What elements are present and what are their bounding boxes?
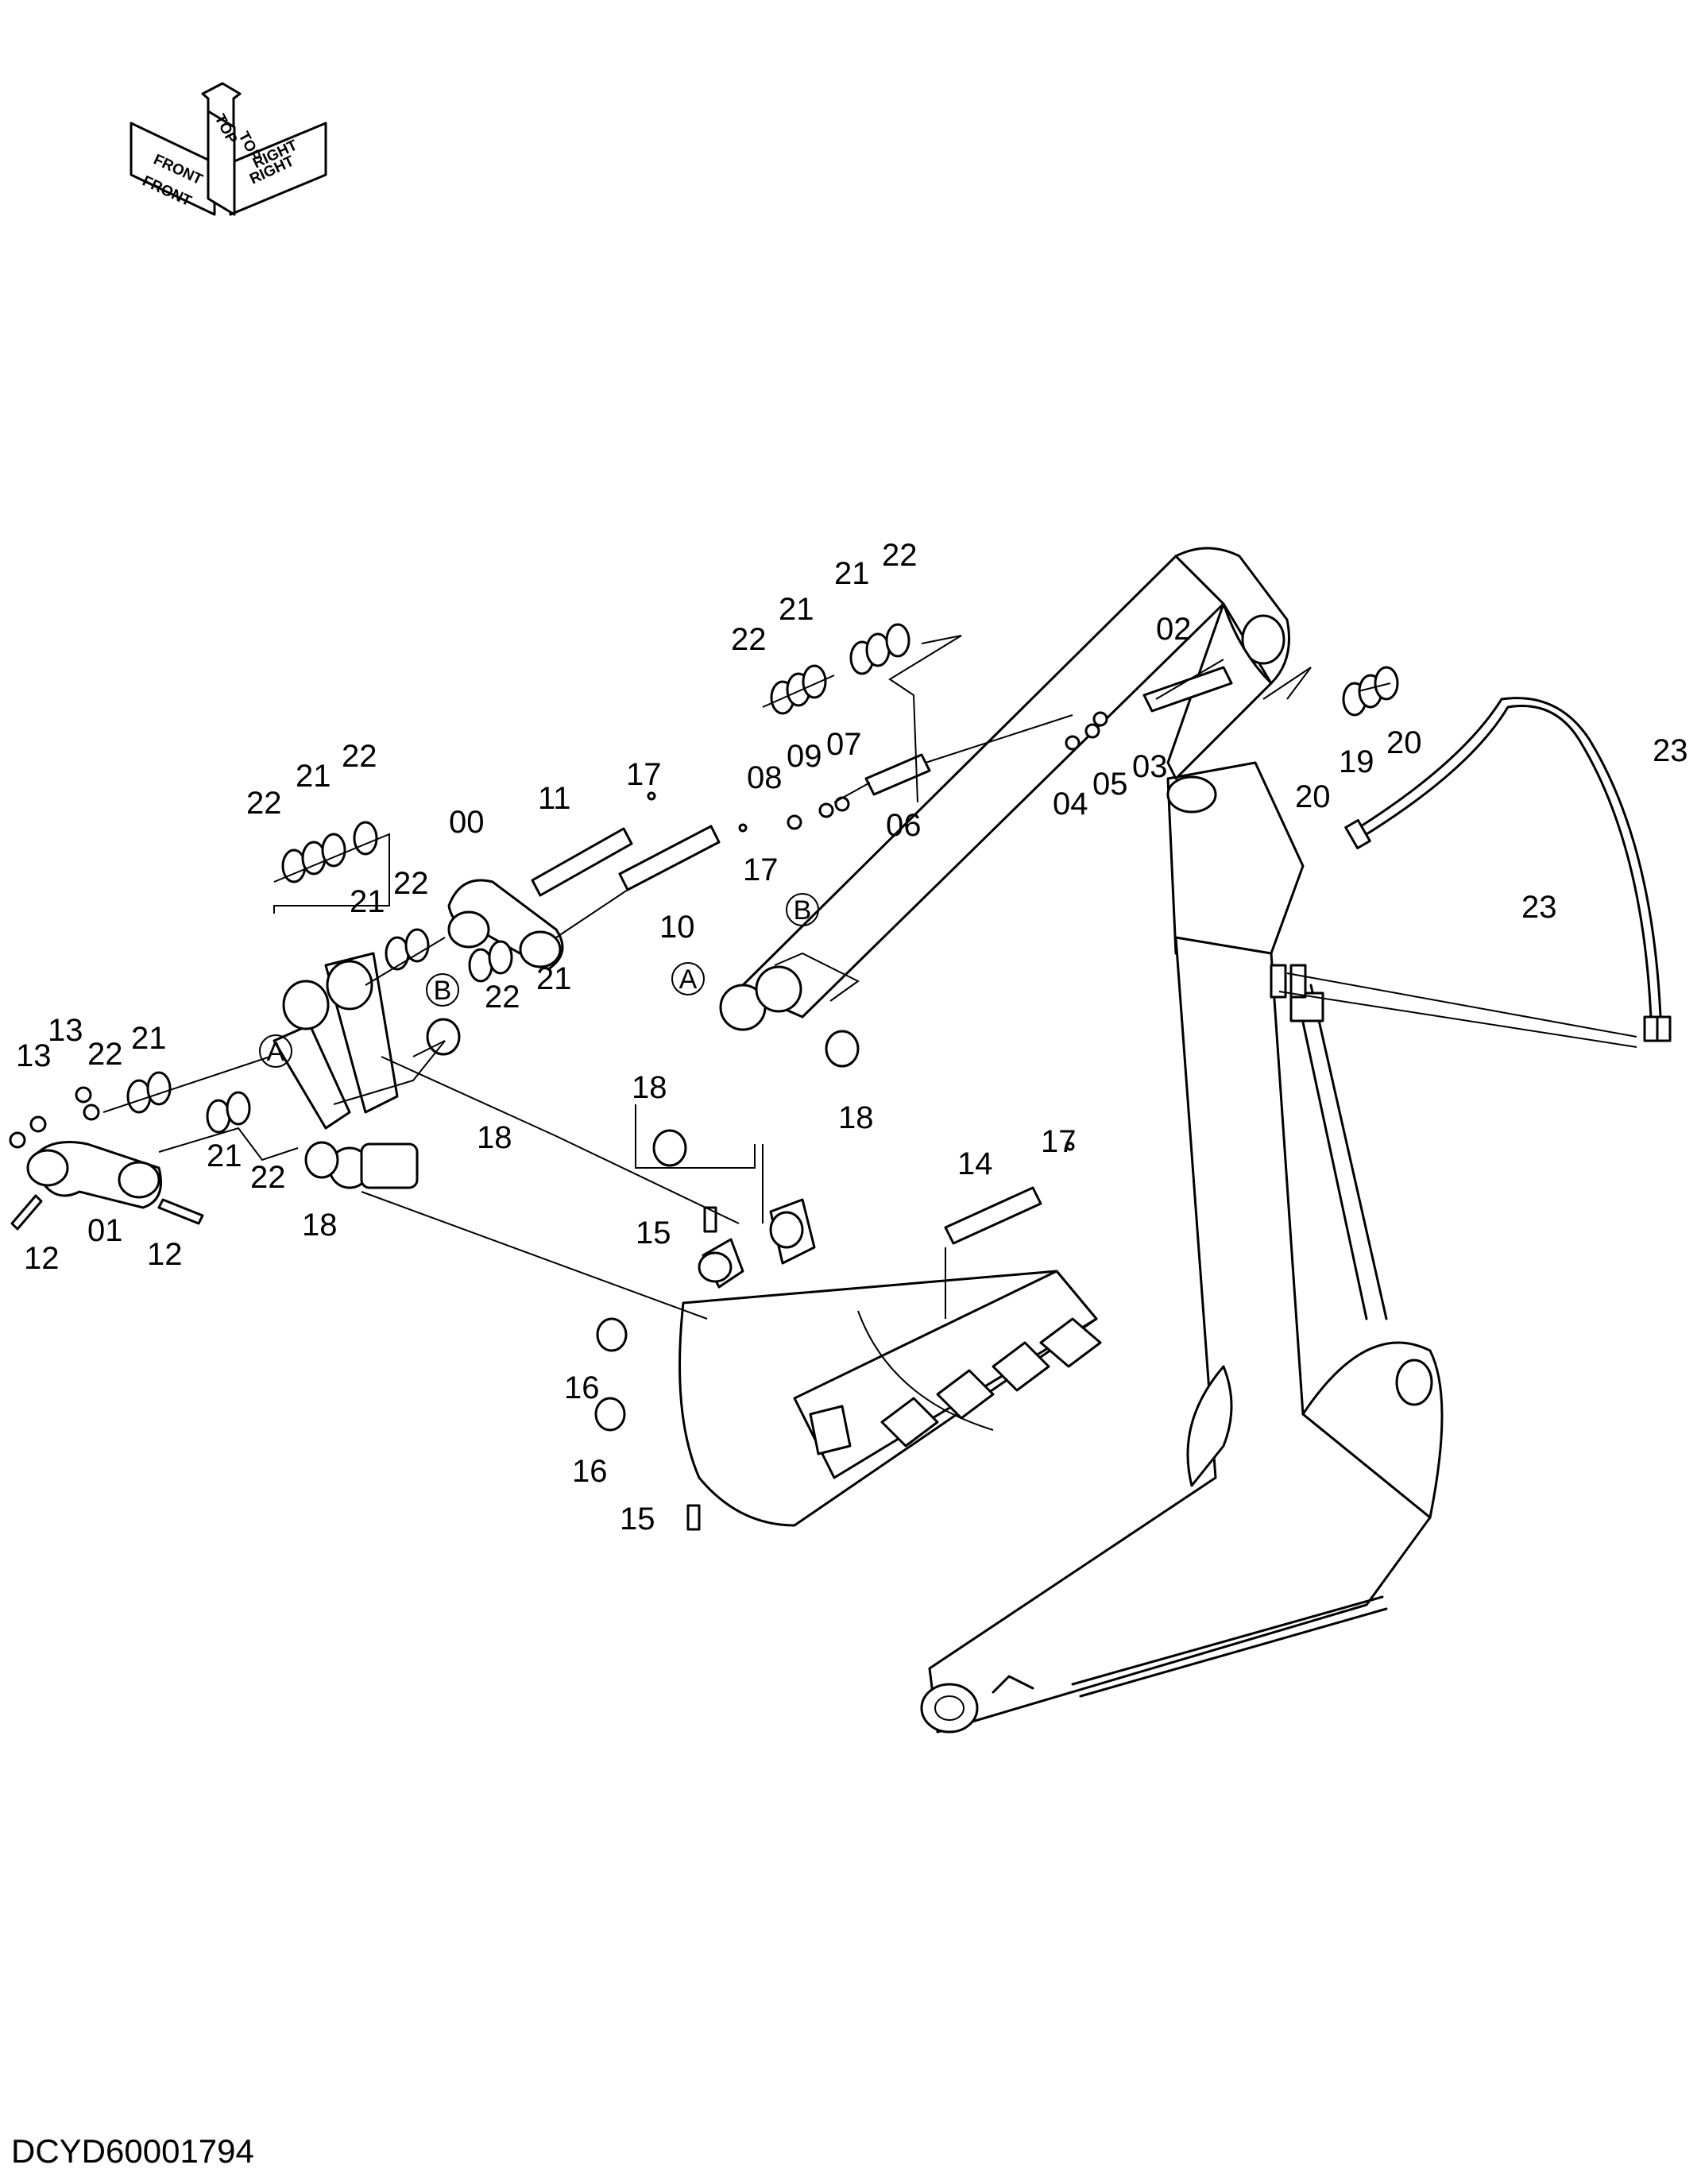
callout-21-e: 21 [536, 961, 572, 996]
callout-11: 11 [538, 781, 571, 816]
callout-13-b: 13 [16, 1038, 52, 1073]
callout-18-d: 18 [838, 1100, 874, 1135]
callout-01: 01 [87, 1213, 123, 1248]
callout-22-f: 22 [485, 980, 520, 1015]
callout-22-h: 22 [250, 1160, 286, 1195]
callout-04: 04 [1053, 787, 1088, 821]
callout-09: 09 [787, 739, 822, 774]
callout-22-d: 22 [342, 739, 377, 774]
callout-18-b: 18 [477, 1120, 512, 1155]
callout-16-b: 16 [572, 1454, 608, 1489]
callout-03: 03 [1132, 749, 1168, 784]
ref-mark-a-left-label: A [267, 1037, 285, 1067]
callout-07: 07 [826, 727, 862, 762]
reference-marks: A A B B [259, 893, 819, 1068]
ref-mark-a-left [259, 1034, 292, 1068]
callout-17-c: 17 [1041, 1124, 1077, 1159]
callout-labels: 02 03 04 05 06 07 08 09 20 19 20 23 23 2… [16, 538, 1688, 1537]
leader-lines [102, 635, 1391, 1320]
callout-06: 06 [886, 808, 922, 843]
callout-20-b: 20 [1386, 725, 1422, 760]
fasteners [9, 711, 1108, 1231]
callout-23-b: 23 [1521, 890, 1557, 925]
washers [126, 623, 1399, 1432]
callout-21-d: 21 [350, 884, 385, 919]
drawing-code: DCYD60001794 [11, 2132, 254, 2170]
callout-15-b: 15 [620, 1502, 655, 1537]
arm-assembly [737, 547, 1637, 1734]
callout-00: 00 [449, 805, 485, 840]
callout-22-b: 22 [882, 538, 918, 573]
callout-10: 10 [659, 910, 695, 945]
callout-18-a: 18 [302, 1208, 338, 1243]
callout-18-c: 18 [632, 1070, 667, 1105]
ref-mark-a-right-label: A [679, 964, 698, 995]
callout-05: 05 [1092, 767, 1128, 802]
callout-13-a: 13 [48, 1013, 83, 1048]
callout-17-a: 17 [626, 757, 662, 792]
callout-15-a: 15 [636, 1216, 671, 1250]
callout-22-g: 22 [87, 1037, 123, 1072]
callout-12-a: 12 [24, 1241, 60, 1276]
callout-20-a: 20 [1295, 779, 1331, 814]
callout-21-c: 21 [296, 759, 331, 794]
callout-22-c: 22 [246, 786, 282, 821]
callout-21-f: 21 [131, 1021, 167, 1056]
callout-19: 19 [1339, 744, 1374, 779]
callout-22-a: 22 [731, 622, 767, 657]
ref-mark-b-right-label: B [794, 895, 812, 926]
hose-23 [1344, 697, 1672, 1042]
bucket [678, 1198, 1102, 1527]
pins [531, 666, 1233, 1531]
callout-21-a: 21 [779, 592, 814, 627]
callout-23-a: 23 [1653, 733, 1688, 768]
ref-mark-b-right [786, 893, 819, 926]
callout-22-e: 22 [393, 866, 429, 901]
callout-16-a: 16 [564, 1370, 600, 1405]
callout-02: 02 [1156, 612, 1192, 647]
ref-mark-a-right [671, 962, 705, 995]
callout-12-b: 12 [147, 1237, 183, 1272]
ref-mark-b-left [426, 973, 459, 1007]
callout-17-b: 17 [743, 852, 779, 887]
callout-08: 08 [747, 760, 783, 795]
callout-14: 14 [957, 1146, 993, 1181]
ref-mark-b-left-label: B [434, 976, 452, 1006]
callout-21-g: 21 [207, 1138, 242, 1173]
orientation-icon: FRONT FRONT TOP TOP RIGHT RIGHT [130, 82, 327, 216]
callout-21-b: 21 [834, 556, 870, 591]
